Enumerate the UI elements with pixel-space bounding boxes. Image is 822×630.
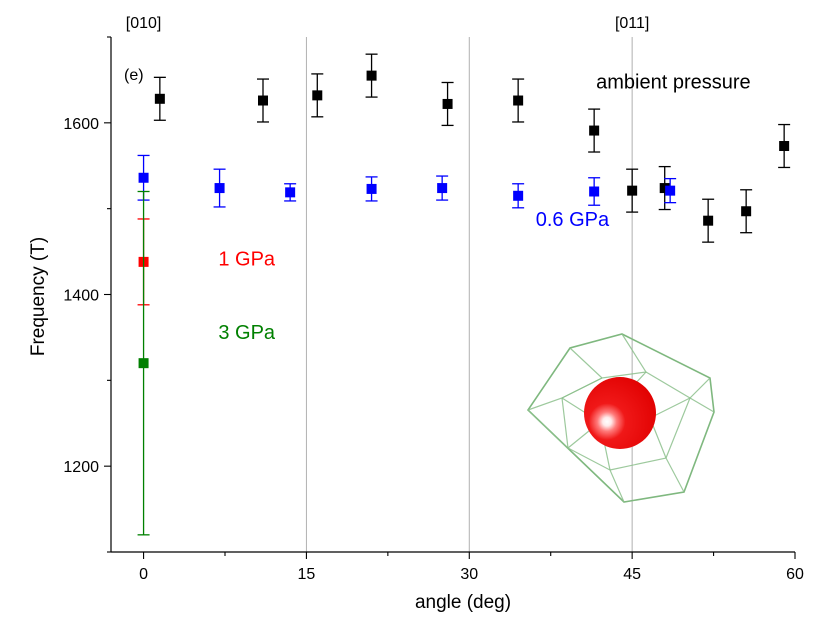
data-point xyxy=(659,183,670,194)
data-point xyxy=(437,183,448,194)
series-3-GPa xyxy=(137,190,150,536)
data-point xyxy=(258,95,268,106)
data-point xyxy=(154,93,165,104)
x-axis-title: angle (deg) xyxy=(415,592,511,613)
data-point xyxy=(442,98,453,109)
bz-inner-edge xyxy=(569,333,648,379)
series-annotation: 3 GPa xyxy=(218,322,276,344)
x-tick-label: 60 xyxy=(786,566,804,583)
bz-inner-edge xyxy=(561,377,603,399)
data-point xyxy=(366,70,377,81)
series-annotation: ambient pressure xyxy=(596,72,751,94)
data-point xyxy=(214,183,225,194)
y-axis-title: Frequency (T) xyxy=(28,237,49,356)
y-tick-label: 1200 xyxy=(63,459,99,476)
series-layer xyxy=(137,53,791,536)
data-point xyxy=(589,186,600,197)
bz-outer-edge xyxy=(526,333,715,503)
y-tick-label: 1600 xyxy=(63,116,99,133)
data-point xyxy=(665,185,676,196)
series-ambient-pressure xyxy=(153,53,791,243)
axes: 0 15 30 45 60 1200 1400 1600 angle (deg) Frequenc… xyxy=(28,36,804,613)
y-tick-label: 1400 xyxy=(63,288,99,305)
data-point xyxy=(741,206,752,217)
data-point xyxy=(366,183,377,194)
direction-label: [010] xyxy=(126,15,162,32)
data-point xyxy=(589,125,600,136)
series-annotation: 1 GPa xyxy=(218,248,276,270)
direction-label: [011] xyxy=(615,15,649,32)
data-point xyxy=(703,215,714,226)
data-point xyxy=(138,172,149,183)
gridlines xyxy=(305,37,633,552)
fermi-sphere xyxy=(584,377,656,449)
x-tick-label: 0 xyxy=(139,566,148,583)
series-0-6-GPa xyxy=(137,154,677,209)
data-point xyxy=(285,187,296,198)
series-annotation: 0.6 GPa xyxy=(536,209,610,231)
x-tick-label: 30 xyxy=(460,566,478,583)
labels-layer: [010] [011] (e) ambient pressure 0.6 GPa 1 GP… xyxy=(124,15,751,344)
data-point xyxy=(627,185,638,196)
fermi-surface-inset xyxy=(526,333,715,503)
panel-label: (e) xyxy=(124,67,144,84)
data-point xyxy=(779,141,790,152)
x-tick-label: 15 xyxy=(298,566,316,583)
data-point xyxy=(138,358,149,369)
x-tick-label: 45 xyxy=(623,566,641,583)
data-point xyxy=(312,90,323,101)
data-point xyxy=(513,190,524,201)
data-point xyxy=(513,95,524,106)
